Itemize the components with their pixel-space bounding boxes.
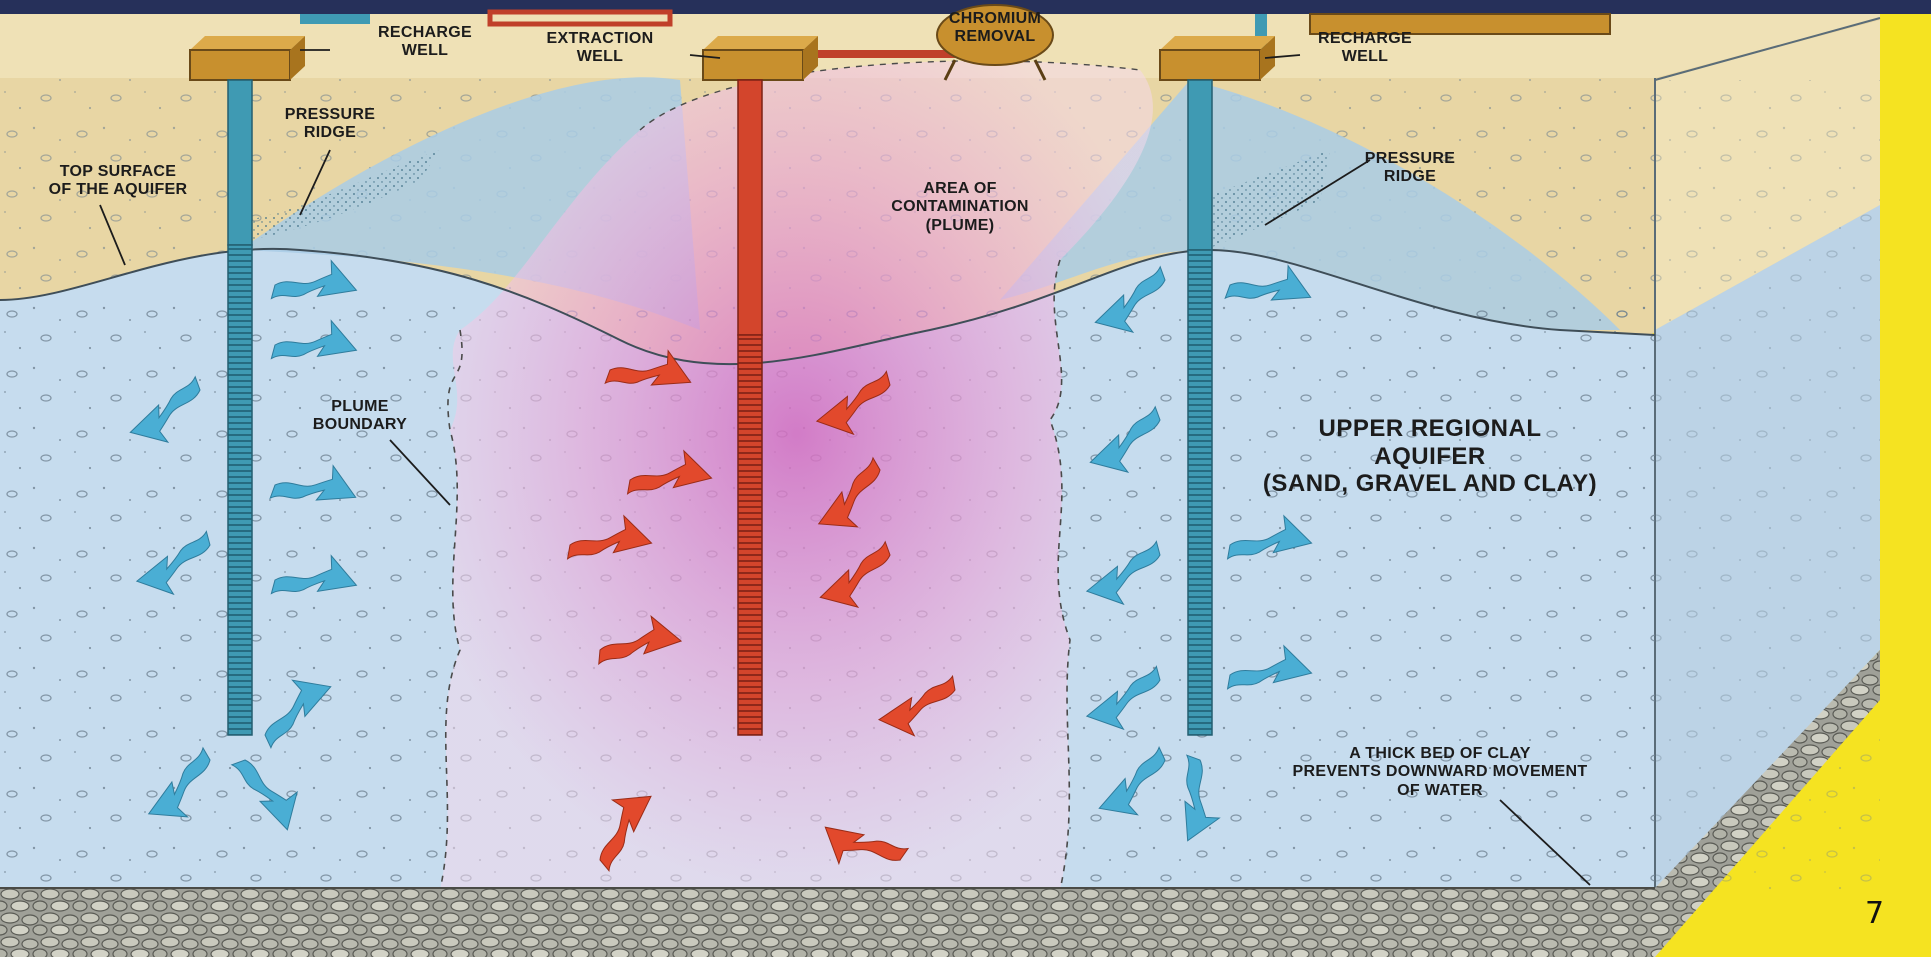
label-plume-area: AREA OF CONTAMINATION (PLUME) xyxy=(870,180,1050,235)
label-clay-bed: A THICK BED OF CLAY PREVENTS DOWNWARD MO… xyxy=(1230,745,1650,800)
label-extraction-well: EXTRACTION WELL xyxy=(525,30,675,67)
clay-bed xyxy=(0,888,1655,957)
wellhead-center xyxy=(703,36,818,80)
label-pressure-ridge-left: PRESSURE RIDGE xyxy=(270,106,390,143)
label-recharge-well-right: RECHARGE WELL xyxy=(1300,30,1430,67)
recharge-well-left-pipe xyxy=(228,80,252,245)
extraction-well-pipe xyxy=(738,80,762,335)
recharge-well-right-pipe xyxy=(1188,80,1212,250)
label-recharge-well-left: RECHARGE WELL xyxy=(365,24,485,61)
page-number: 7 xyxy=(1865,896,1884,931)
label-top-surface: TOP SURFACE OF THE AQUIFER xyxy=(18,163,218,200)
label-chromium-removal: CHROMIUM REMOVAL xyxy=(935,10,1055,47)
wellhead-right xyxy=(1160,36,1275,80)
wellhead-left xyxy=(190,36,305,80)
label-pressure-ridge-right: PRESSURE RIDGE xyxy=(1345,150,1475,187)
label-upper-aquifer: UPPER REGIONAL AQUIFER (SAND, GRAVEL AND… xyxy=(1220,415,1640,498)
label-plume-boundary: PLUME BOUNDARY xyxy=(300,398,420,435)
